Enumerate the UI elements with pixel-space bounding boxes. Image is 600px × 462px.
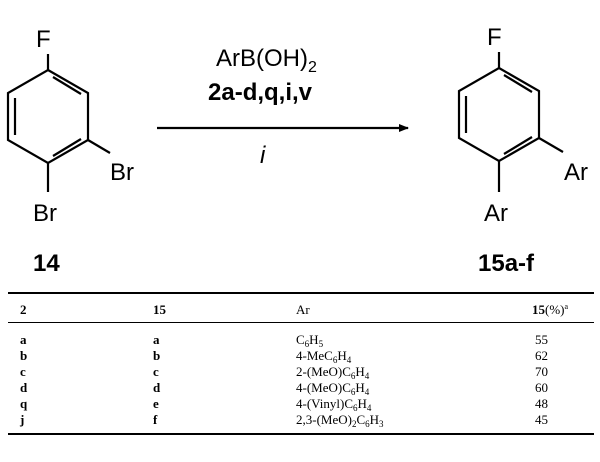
reactant-structure — [6, 54, 111, 192]
product-double-bond — [503, 136, 533, 155]
row-reagent-code: a — [20, 332, 27, 347]
row-product-code: d — [153, 380, 161, 395]
reagent-formula-main: ArB(OH) — [216, 45, 308, 72]
header-yield-unit: (%) — [545, 302, 565, 317]
product-structure — [457, 52, 564, 192]
product-double-bond — [503, 74, 533, 93]
row-aryl: 2-(MeO)C6H4 — [296, 364, 370, 381]
product-bond-ar-meta — [538, 137, 564, 153]
header-yield: 15(%)a — [532, 302, 569, 318]
row-yield: 60 — [535, 380, 548, 395]
row-aryl: 4-(Vinyl)C6H4 — [296, 396, 372, 413]
header-aryl: Ar — [296, 302, 310, 317]
reagent-formula: ArB(OH)2 — [216, 45, 317, 76]
reaction-scheme: F Br Br 14 ArB(OH)2 2a-d,q,i,v i F Ar Ar… — [6, 24, 588, 277]
row-aryl: 2,3-(MeO)2C6H3 — [296, 412, 384, 429]
product-fluorine-label: F — [487, 24, 502, 51]
row-reagent-code: d — [20, 380, 28, 395]
product-benzene-ring — [457, 66, 541, 163]
table-header-rule — [8, 322, 594, 323]
product-aryl-para-label: Ar — [484, 200, 508, 227]
reactant-fluorine-label: F — [36, 26, 51, 53]
row-aryl: 4-MeC6H4 — [296, 348, 352, 365]
row-product-code: f — [153, 412, 158, 427]
reagent-codes: 2a-d,q,i,v — [208, 79, 313, 106]
table-top-rule — [8, 292, 594, 294]
product-compound-label: 15a-f — [478, 250, 535, 277]
row-reagent-code: b — [20, 348, 28, 363]
reactant-bromine-para-label: Br — [33, 200, 57, 227]
row-yield: 62 — [535, 348, 548, 363]
header-yield-compound: 15 — [532, 302, 545, 317]
row-reagent-code: q — [20, 396, 28, 411]
reaction-condition: i — [260, 142, 266, 169]
row-yield: 45 — [535, 412, 548, 427]
reactant-compound-label: 14 — [33, 250, 60, 277]
row-reagent-code: c — [20, 364, 26, 379]
reactant-double-bond — [52, 138, 82, 157]
reactant-double-bond — [52, 76, 82, 95]
row-product-code: a — [153, 332, 160, 347]
table-bottom-rule — [8, 433, 594, 435]
row-yield: 70 — [535, 364, 548, 379]
row-aryl: 4-(MeO)C6H4 — [296, 380, 370, 397]
header-yield-footnote: a — [564, 302, 569, 311]
row-product-code: b — [153, 348, 161, 363]
row-reagent-code: j — [20, 412, 25, 427]
header-reagent-code: 2 — [20, 302, 27, 317]
reagent-formula-subscript: 2 — [308, 59, 317, 76]
row-aryl: C6H5 — [296, 332, 324, 349]
reactant-bond-br-meta — [87, 139, 111, 154]
row-yield: 48 — [535, 396, 548, 411]
row-product-code: e — [153, 396, 159, 411]
header-product-code: 15 — [153, 302, 166, 317]
product-aryl-meta-label: Ar — [564, 159, 588, 186]
reactant-bromine-meta-label: Br — [110, 159, 134, 186]
reactant-benzene-ring — [6, 68, 90, 165]
row-product-code: c — [153, 364, 159, 379]
row-yield: 55 — [535, 332, 548, 347]
